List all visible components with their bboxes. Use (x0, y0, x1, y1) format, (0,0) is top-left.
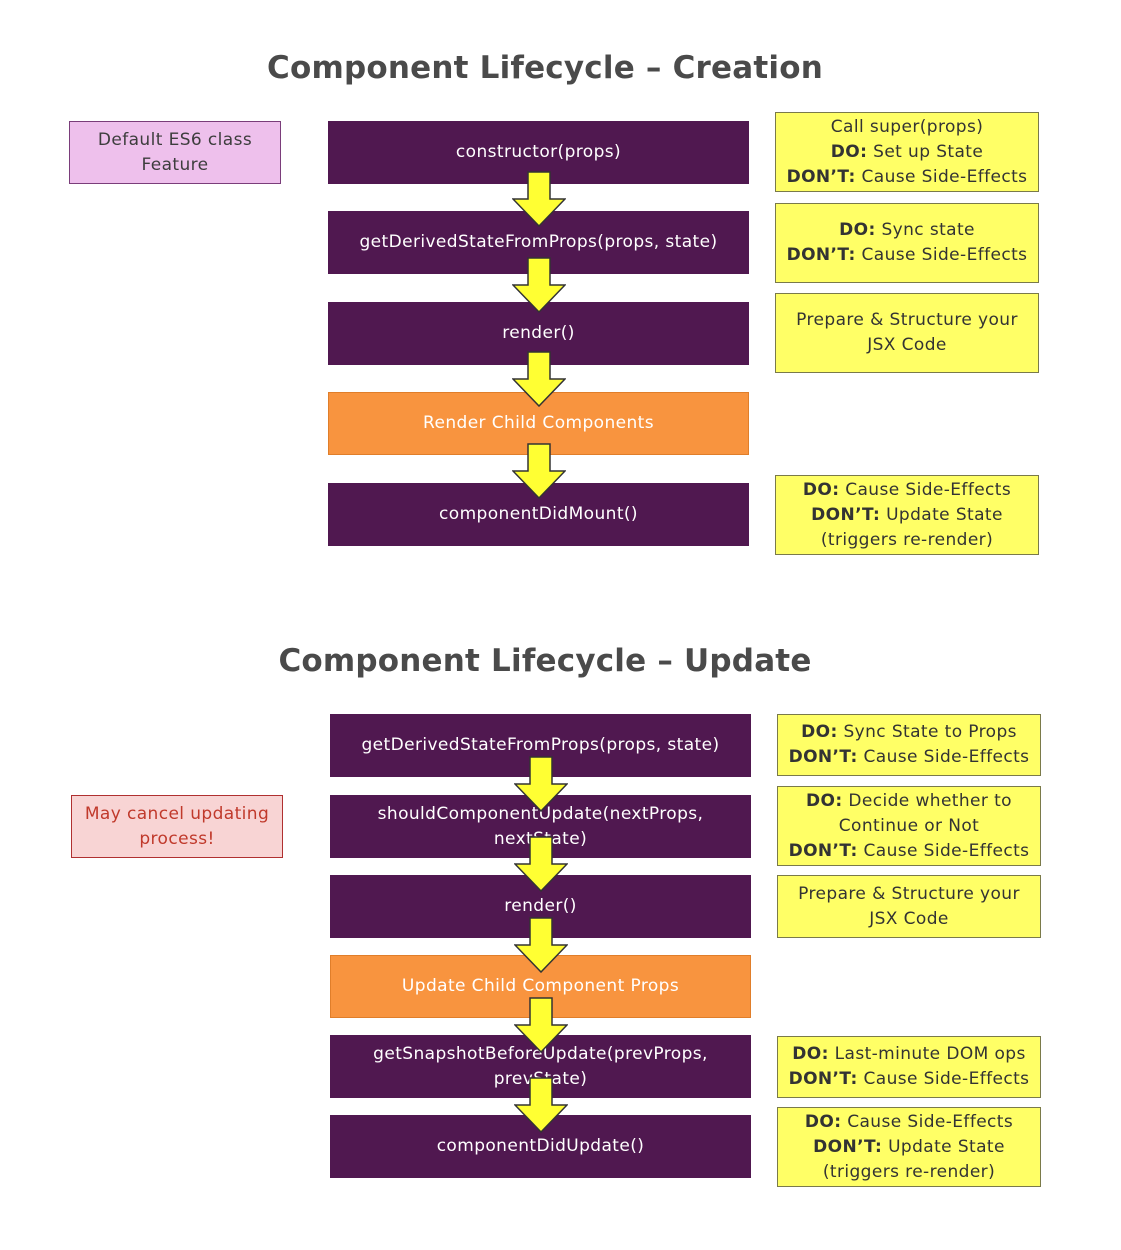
down-arrow-icon (514, 756, 568, 812)
note-component-did-mount: DO: Cause Side-Effects DON’T: Update Sta… (775, 475, 1039, 555)
note-should-component-update: DO: Decide whether to Continue or Not DO… (777, 786, 1041, 866)
note-line: Prepare & Structure your (798, 883, 1020, 904)
note-line: (triggers re-render) (822, 1161, 996, 1182)
note-line: DON’T: Cause Side-Effects (788, 1069, 1030, 1089)
note-get-derived-state: DO: Sync state DON’T: Cause Side-Effects (775, 203, 1039, 283)
side-note-line: Default ES6 class (97, 129, 253, 150)
note-line: DO: Decide whether to (806, 790, 1012, 811)
update-title: Component Lifecycle – Update (278, 643, 812, 679)
down-arrow-icon (512, 171, 566, 227)
note-line: DO: Sync State to Props (801, 722, 1017, 742)
note-get-snapshot-before-update: DO: Last-minute DOM ops DON’T: Cause Sid… (777, 1036, 1041, 1098)
note-line: DO: Cause Side-Effects (802, 479, 1012, 500)
note-line: DO: Last-minute DOM ops (792, 1044, 1026, 1064)
note-line: Continue or Not (838, 815, 980, 836)
down-arrow-icon (512, 257, 566, 313)
side-note-line: process! (139, 828, 215, 849)
note-line: DO: Cause Side-Effects (804, 1111, 1014, 1132)
note-line: DO: Set up State (830, 141, 984, 162)
note-line: DON’T: Cause Side-Effects (788, 840, 1030, 861)
down-arrow-icon (512, 351, 566, 407)
note-line: DON’T: Update State (813, 1136, 1005, 1157)
side-note-line: May cancel updating (84, 803, 270, 824)
down-arrow-icon (514, 917, 568, 973)
note-line: DO: Sync state (839, 220, 975, 240)
note-line: Prepare & Structure your (796, 310, 1018, 330)
note-get-derived-state-update: DO: Sync State to Props DON’T: Cause Sid… (777, 714, 1041, 776)
note-line: (triggers re-render) (820, 529, 994, 550)
down-arrow-icon (514, 1077, 568, 1133)
side-note-line: Feature (141, 154, 209, 175)
note-line: JSX Code (867, 335, 947, 355)
note-line: DON’T: Cause Side-Effects (788, 747, 1030, 767)
note-line: DON’T: Cause Side-Effects (786, 245, 1028, 265)
note-render-update: Prepare & Structure your JSX Code (777, 875, 1041, 938)
note-line: DON’T: Update State (811, 504, 1003, 525)
note-line: JSX Code (869, 908, 949, 929)
side-note-es6: Default ES6 class Feature (69, 121, 281, 184)
note-line: Call super(props) (830, 116, 984, 137)
note-line: DON’T: Cause Side-Effects (786, 166, 1028, 187)
down-arrow-icon (512, 443, 566, 499)
down-arrow-icon (514, 836, 568, 892)
note-component-did-update: DO: Cause Side-Effects DON’T: Update Sta… (777, 1107, 1041, 1187)
side-note-cancel-update: May cancel updating process! (71, 795, 283, 858)
step-line: shouldComponentUpdate(nextProps, (377, 803, 704, 824)
note-constructor: Call super(props) DO: Set up State DON’T… (775, 112, 1039, 192)
note-render: Prepare & Structure your JSX Code (775, 293, 1039, 373)
step-line: getSnapshotBeforeUpdate(prevProps, (373, 1043, 708, 1064)
creation-title: Component Lifecycle – Creation (267, 50, 823, 86)
down-arrow-icon (514, 997, 568, 1053)
